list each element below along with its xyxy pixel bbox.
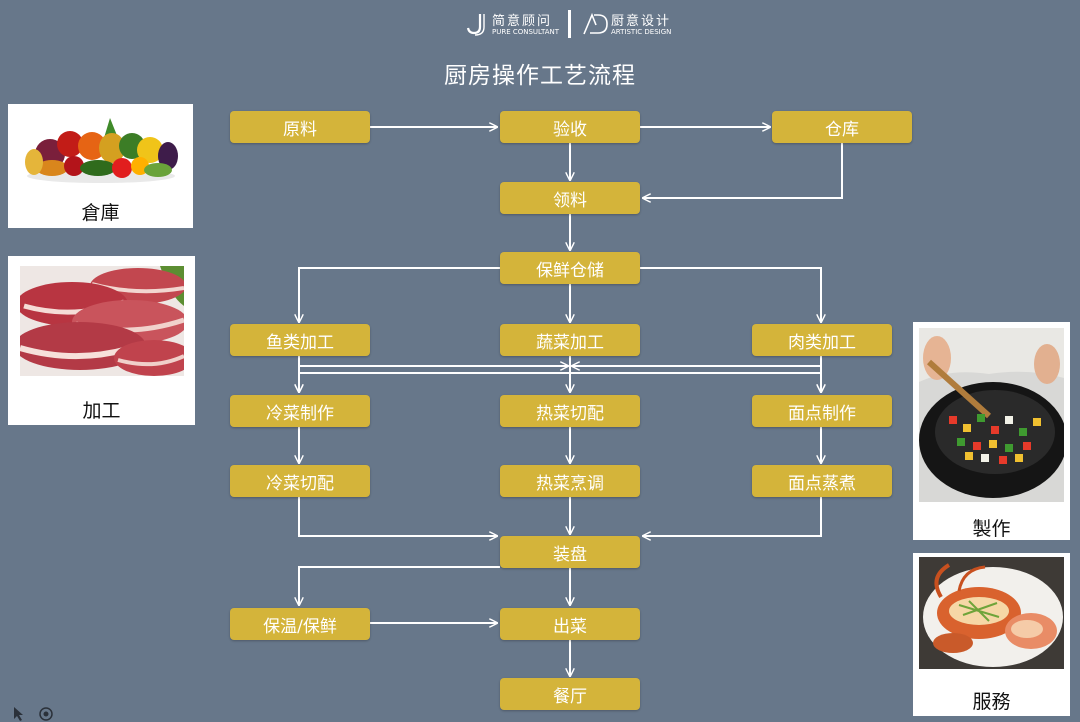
brand-right-cn: 厨意设计 [611, 14, 672, 29]
node-vegetable-processing: 蔬菜加工 [500, 324, 640, 356]
record-icon[interactable] [39, 707, 53, 721]
slideshow-controls [14, 707, 53, 721]
making-card: 製作 [913, 322, 1070, 540]
node-cold-dish-cutting: 冷菜切配 [230, 465, 370, 497]
service-card: 服務 [913, 553, 1070, 716]
node-meat-processing: 肉类加工 [752, 324, 892, 356]
storehouse-caption: 倉庫 [81, 202, 120, 224]
node-plating: 装盘 [500, 536, 640, 568]
node-warehouse: 仓库 [772, 111, 912, 143]
node-raw-material: 原料 [230, 111, 370, 143]
vegetables-photo [22, 110, 180, 186]
brand-left-en: PURE CONSULTANT [492, 28, 560, 36]
node-hot-dish-cutting: 热菜切配 [500, 395, 640, 427]
edge-plating-keep [299, 566, 500, 605]
making-caption: 製作 [972, 518, 1011, 540]
plated-dish-photo [919, 557, 1064, 669]
node-keep-warm-fresh: 保温/保鲜 [230, 608, 370, 640]
node-pastry-steaming: 面点蒸煮 [752, 465, 892, 497]
edge-veg-cold-make [299, 372, 570, 392]
edge-pastry-steam-plating [643, 497, 822, 536]
processing-caption: 加工 [82, 400, 121, 422]
node-pastry-making: 面点制作 [752, 395, 892, 427]
brand-separator [568, 10, 571, 38]
node-fish-processing: 鱼类加工 [230, 324, 370, 356]
edge-storage-fish [299, 267, 500, 322]
wok-cooking-photo [919, 328, 1064, 502]
node-dining-hall: 餐厅 [500, 678, 640, 710]
node-requisition: 领料 [500, 182, 640, 214]
node-serve-dish: 出菜 [500, 608, 640, 640]
meat-photo [20, 266, 184, 376]
node-cold-dish-making: 冷菜制作 [230, 395, 370, 427]
service-caption: 服務 [972, 691, 1011, 713]
brand-header: 简意顾问 PURE CONSULTANT 厨意设计 ARTISTIC DESIG… [0, 8, 1080, 40]
edge-warehouse-requisition [643, 143, 843, 198]
artistic-design-logo-icon [583, 12, 608, 35]
page-title: 厨房操作工艺流程 [444, 63, 636, 89]
node-inspection: 验收 [500, 111, 640, 143]
edge-cold-cut-plating [298, 497, 497, 536]
brand-right-en: ARTISTIC DESIGN [611, 28, 672, 36]
node-fresh-storage: 保鲜仓储 [500, 252, 640, 284]
brand-left-cn: 简意顾问 [492, 14, 553, 29]
storehouse-card: 倉庫 [8, 104, 193, 228]
node-hot-dish-cooking: 热菜烹调 [500, 465, 640, 497]
edge-veg-pastry-make [570, 372, 821, 392]
pointer-icon[interactable] [14, 707, 23, 721]
processing-card: 加工 [8, 256, 195, 425]
edge-storage-meat [640, 267, 821, 322]
pure-consultant-logo-icon [466, 14, 485, 36]
